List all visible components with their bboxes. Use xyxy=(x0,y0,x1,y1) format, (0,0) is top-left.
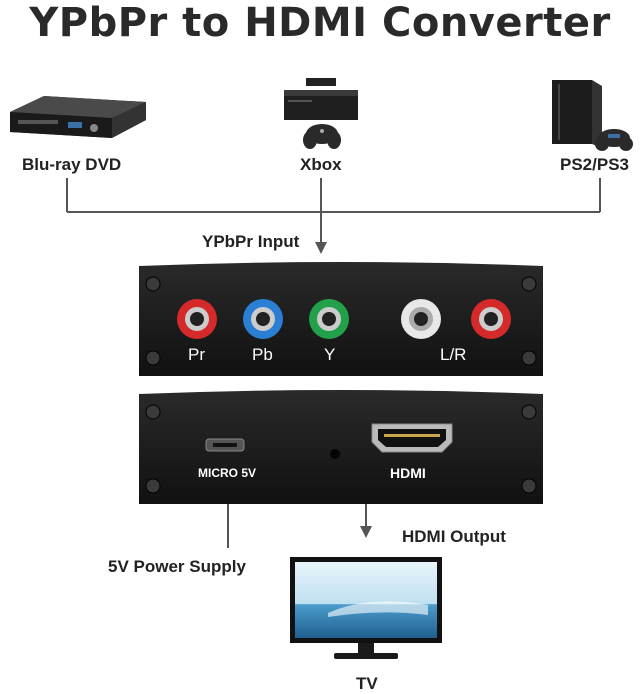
hdmi-port[interactable] xyxy=(370,422,454,454)
port-label-pr: Pr xyxy=(188,345,205,364)
converter-back-panel xyxy=(135,390,547,506)
port-label-lr: L/R xyxy=(440,345,467,364)
port-audio-right[interactable] xyxy=(470,298,512,340)
source-label-xbox: Xbox xyxy=(300,155,342,174)
port-y[interactable] xyxy=(308,298,350,340)
source-label-bluray: Blu-ray DVD xyxy=(22,155,122,174)
hdmi-port-label: HDMI xyxy=(390,465,426,481)
page-title: YPbPr to HDMI Converter xyxy=(29,0,611,46)
power-label: 5V Power Supply xyxy=(108,557,246,576)
port-label-pb: Pb xyxy=(252,345,273,364)
port-audio-left[interactable] xyxy=(400,298,442,340)
port-label-y: Y xyxy=(324,345,336,364)
port-pr[interactable] xyxy=(176,298,218,340)
tv-label: TV xyxy=(356,674,378,693)
playstation-console-icon xyxy=(548,78,638,152)
output-label: HDMI Output xyxy=(402,527,506,546)
bluray-player-icon xyxy=(8,92,148,144)
source-label-ps: PS2/PS3 xyxy=(560,155,629,174)
xbox-console-icon xyxy=(280,76,362,152)
micro-usb-port[interactable] xyxy=(205,438,245,452)
port-pb[interactable] xyxy=(242,298,284,340)
input-label: YPbPr Input xyxy=(202,232,300,251)
tv-icon xyxy=(288,555,444,665)
micro-port-label: MICRO 5V xyxy=(198,466,257,480)
